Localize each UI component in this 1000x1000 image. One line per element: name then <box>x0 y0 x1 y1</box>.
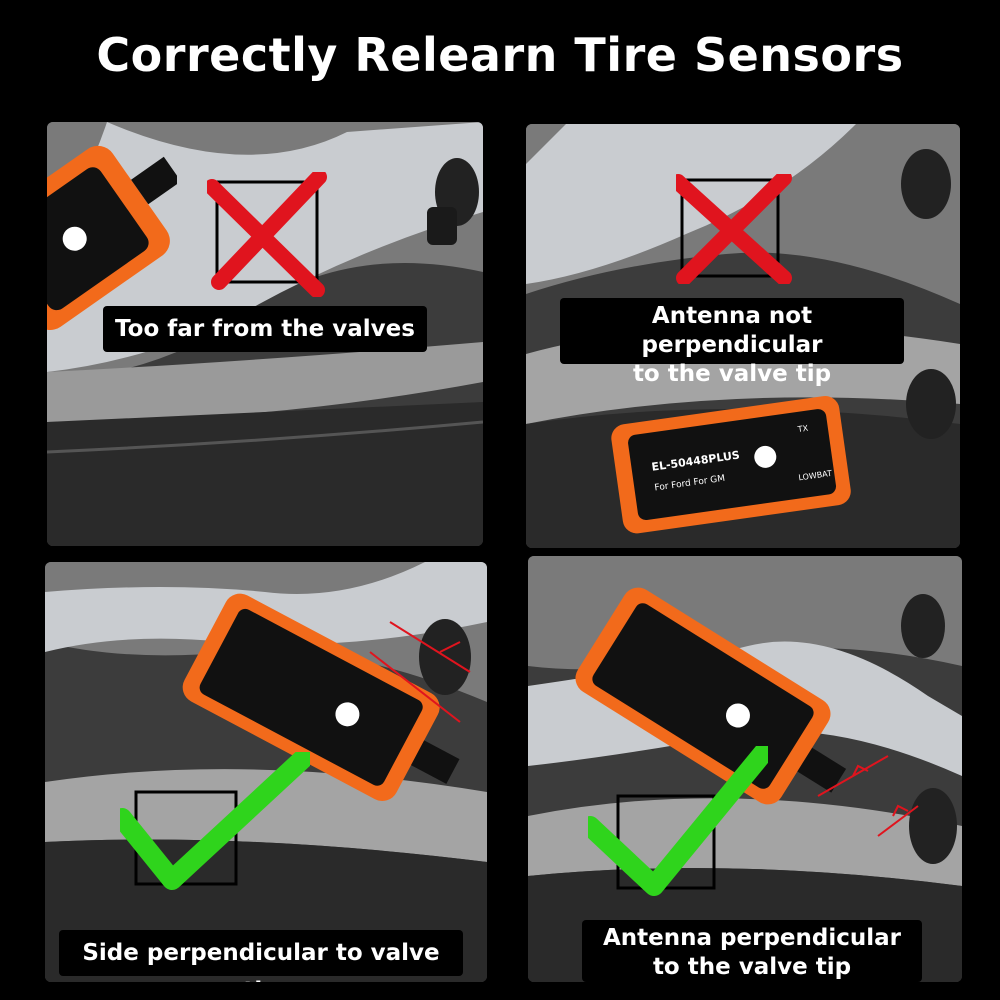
caption-too-far: Too far from the valves <box>103 306 427 352</box>
red-x-icon <box>207 172 327 297</box>
red-x-icon <box>676 174 792 284</box>
caption-line-1: Antenna not perpendicular <box>641 303 823 358</box>
device-tx-label: TX <box>796 424 809 435</box>
caption-line-1: Antenna perpendicular <box>603 925 901 951</box>
green-check-icon <box>120 752 310 890</box>
page-title: Correctly Relearn Tire Sensors <box>96 28 904 82</box>
caption-antenna-not-perpendicular: Antenna not perpendicular to the valve t… <box>560 298 904 387</box>
perpendicular-guide <box>817 755 919 837</box>
caption-line-2: to the valve tip <box>632 361 832 387</box>
panel-too-far: Too far from the valves <box>47 122 483 546</box>
relearn-tool <box>182 593 471 801</box>
panel-antenna-not-perpendicular: EL-50448PLUS For Ford For GM TX LOWBAT A… <box>526 124 960 548</box>
green-check-icon <box>588 746 768 896</box>
relearn-tool <box>47 145 177 330</box>
caption-side-perpendicular: Side perpendicular to valve tip <box>59 930 463 982</box>
panel-side-perpendicular: Side perpendicular to valve tip <box>45 562 487 982</box>
caption-antenna-perpendicular: Antenna perpendicular to the valve tip <box>582 920 922 982</box>
panel-antenna-perpendicular: Antenna perpendicular to the valve tip <box>528 556 962 982</box>
caption-line-2: to the valve tip <box>652 954 852 980</box>
relearn-tool: EL-50448PLUS For Ford For GM TX LOWBAT <box>611 396 851 534</box>
